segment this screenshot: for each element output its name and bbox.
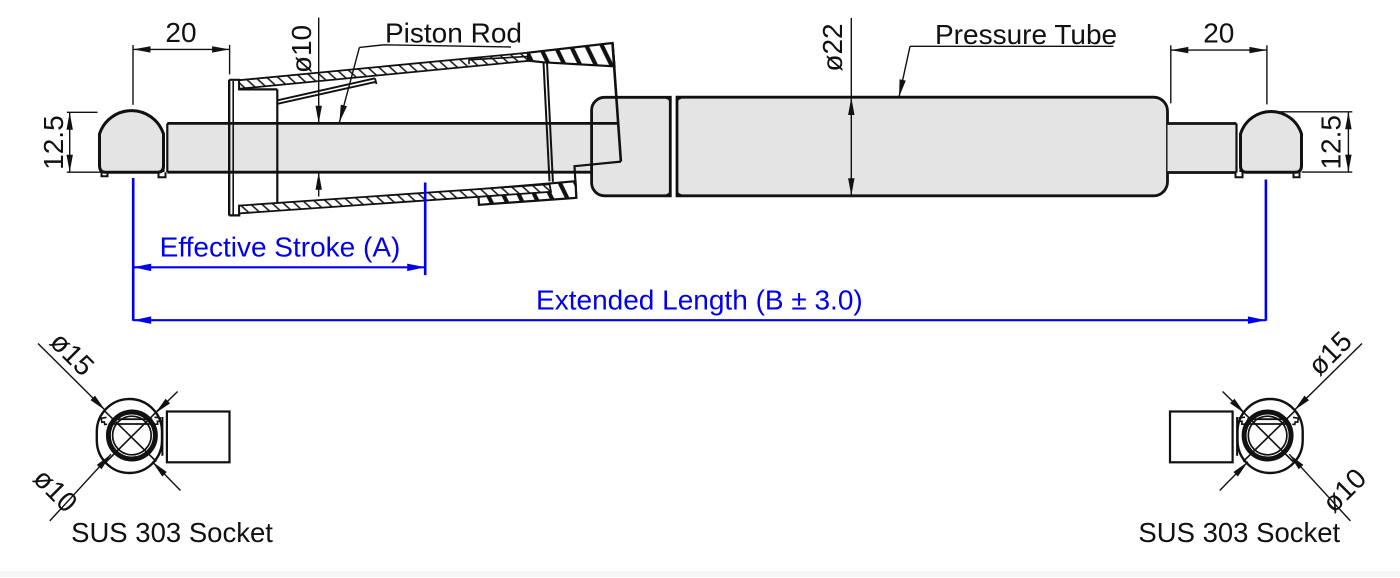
svg-text:Extended Length (B ± 3.0): Extended Length (B ± 3.0) xyxy=(536,284,863,315)
svg-text:Piston Rod: Piston Rod xyxy=(385,18,522,49)
svg-text:12.5: 12.5 xyxy=(1315,115,1346,170)
svg-text:12.5: 12.5 xyxy=(38,115,69,170)
svg-text:ø10: ø10 xyxy=(286,25,317,73)
svg-text:20: 20 xyxy=(1203,18,1234,49)
svg-text:20: 20 xyxy=(165,17,196,48)
svg-text:Effective Stroke (A): Effective Stroke (A) xyxy=(160,231,401,262)
svg-text:Pressure Tube: Pressure Tube xyxy=(935,19,1117,50)
svg-text:SUS 303 Socket: SUS 303 Socket xyxy=(71,517,273,548)
svg-text:SUS 303 Socket: SUS 303 Socket xyxy=(1138,517,1340,548)
svg-text:ø22: ø22 xyxy=(817,23,848,71)
